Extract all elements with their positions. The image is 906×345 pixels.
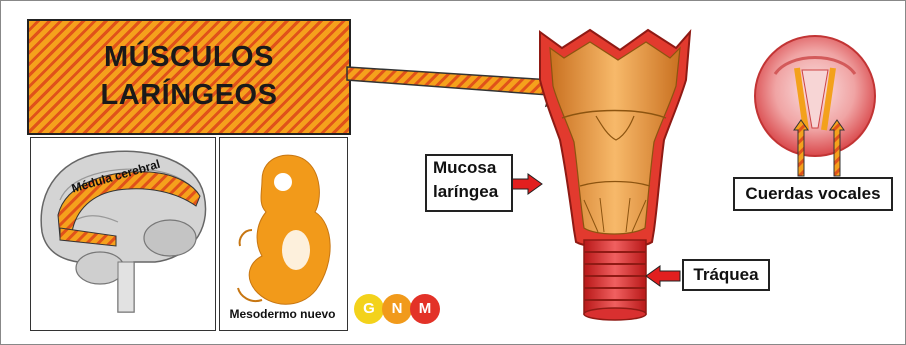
embryo-label: Mesodermo nuevo [229,307,336,321]
logo-letter-n: N [391,300,403,317]
mucosa-label: Mucosa laríngea [425,154,513,212]
trachea-label: Tráquea [682,259,770,291]
gnm-logo [354,294,440,324]
title-line-2: LARÍNGEOS [100,79,278,111]
logo-letter-m: M [418,300,432,317]
vocal-cords-illustration [754,35,876,157]
trachea-arrow [645,265,681,287]
mucosa-label-line-2: laríngea [433,182,499,201]
vocal-cords-label: Cuerdas vocales [733,177,893,211]
trachea-illustration [583,239,647,321]
title-box: MÚSCULOS LARÍNGEOS [27,19,351,135]
vocal-cords-arrows [793,119,845,177]
brain-illustration [40,150,207,313]
title-line-1: MÚSCULOS [104,41,274,73]
mucosa-label-line-1: Mucosa [433,158,497,177]
embryo-illustration [237,154,331,305]
larynx-illustration [539,28,692,249]
logo-letter-g: G [363,300,375,317]
